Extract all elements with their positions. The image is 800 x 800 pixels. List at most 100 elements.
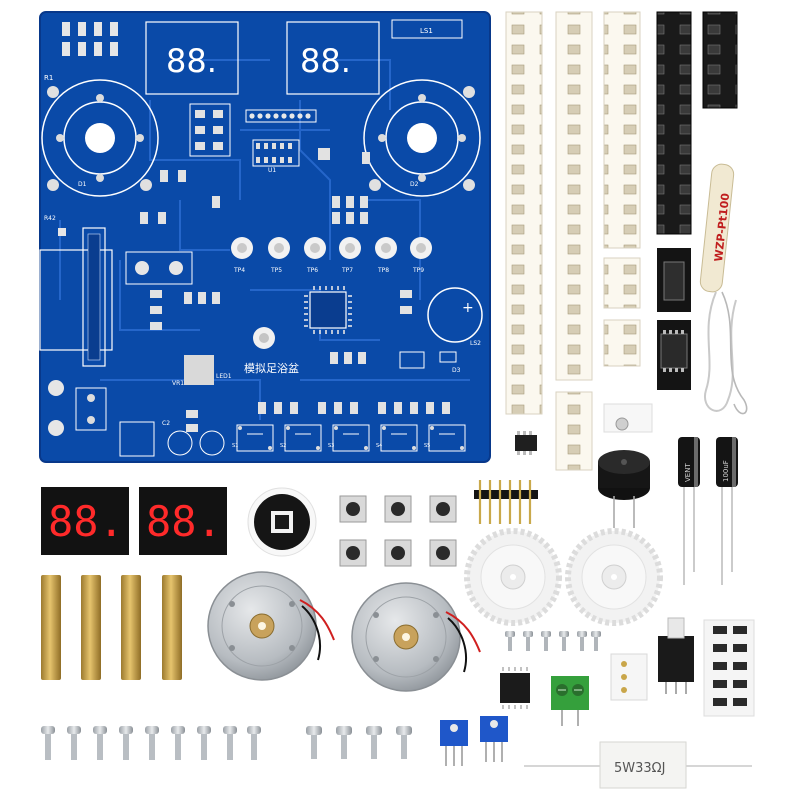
pcb-top-left-pads — [62, 22, 118, 56]
tactile-button-5 — [384, 539, 412, 567]
tactile-buttons — [339, 495, 457, 567]
pcb-board: 88. 88. R1 — [39, 11, 491, 463]
pcb-label-ls2: LS2 — [470, 340, 481, 347]
pcb-buzzer-outline: + LS2 — [427, 287, 483, 347]
pcb-label-d1: D1 — [78, 181, 87, 188]
pcb-header-row — [245, 109, 317, 123]
pcb-bottom-left-pads — [48, 380, 155, 457]
potentiometer-carrier — [603, 403, 653, 433]
pcb-label-r42: R42 — [44, 215, 56, 222]
tactile-button-2 — [384, 495, 412, 523]
capacitor-2-value: 100uF — [722, 460, 730, 482]
seven-segment-display-1: 88. — [41, 487, 129, 555]
pcb-substrate — [39, 11, 491, 463]
screw-6 — [171, 726, 185, 760]
pcb-title-cn: 模拟足浴盆 — [244, 361, 299, 375]
gear-right — [565, 528, 663, 626]
label-tp8: TP8 — [377, 267, 389, 274]
screw-row-right — [306, 726, 412, 759]
screw-3 — [93, 726, 107, 760]
capacitor-1-brand: VENT — [684, 463, 692, 482]
electrolytic-capacitor-2: 100uF — [716, 437, 738, 585]
standoff-1 — [41, 575, 61, 680]
standoff-4 — [162, 575, 182, 680]
pcb-label-d3: D3 — [452, 367, 461, 374]
tactile-button-4 — [339, 539, 367, 567]
screw-9 — [247, 726, 261, 760]
pcb-test-points: TP4 TP5 TP6 TP7 TP8 TP9 — [231, 237, 432, 274]
pcb-button-s3 — [332, 424, 370, 452]
dc-motor-left — [207, 571, 335, 681]
passive-buzzer — [247, 487, 317, 557]
pcb-button-s4 — [380, 424, 418, 452]
tactile-button-1 — [339, 495, 367, 523]
screw-13 — [396, 726, 412, 759]
resistor-tape-strips — [505, 11, 738, 471]
test-point-tp9 — [410, 237, 432, 259]
white-header-connector — [610, 653, 648, 701]
pcb-label-vr1: VR1 — [172, 380, 184, 387]
pcb-large-pad — [253, 327, 275, 349]
smd-tape-1 — [505, 11, 543, 415]
pcb-label-r1: R1 — [44, 74, 53, 82]
label-tp7: TP7 — [341, 267, 353, 274]
pt100-wire — [703, 291, 737, 412]
pcb-mcu-footprint — [304, 286, 352, 334]
dc-motor-right — [351, 582, 481, 692]
pin-header — [474, 480, 538, 524]
pcb-digits-left: 88. — [166, 42, 217, 80]
test-point-tp8 — [375, 237, 397, 259]
seven-segment-display-2: 88. — [139, 487, 227, 555]
pcb-label-c2: C2 — [162, 420, 170, 427]
pcb-digits-right: 88. — [300, 42, 351, 80]
pcb-motor-mount-left — [41, 79, 159, 197]
pcb-buzzer-plus: + — [462, 300, 474, 316]
pcb-cap-outlines — [167, 430, 225, 456]
pt100-body — [699, 163, 735, 293]
regulator-tape — [657, 248, 691, 390]
test-point-tp5 — [268, 237, 290, 259]
pcb-button-s2 — [284, 424, 322, 452]
smd-tape-3 — [603, 11, 641, 249]
screw-2 — [67, 726, 81, 760]
pcb-button-s1 — [236, 424, 274, 452]
pcb-label-ls1: LS1 — [420, 27, 433, 35]
terminal-block — [551, 676, 589, 726]
label-tp5: TP5 — [270, 267, 282, 274]
loose-qfp-chip — [500, 667, 530, 709]
power-resistor: 5W33ΩJ — [524, 741, 752, 789]
active-buzzer — [598, 450, 650, 528]
power-resistor-label: 5W33ΩJ — [614, 761, 665, 776]
pcb-ic-u1 — [252, 139, 300, 167]
screw-11 — [336, 726, 352, 759]
pcb-pad-grid — [189, 103, 231, 157]
black-tape-2 — [702, 11, 738, 109]
smd-tape-4 — [555, 391, 593, 471]
screw-1 — [41, 726, 55, 760]
pcb-label-s5: S5 — [424, 443, 430, 449]
pcb-label-u1: U1 — [268, 167, 276, 174]
pcb-label-d2: D2 — [410, 181, 419, 188]
smd-tape-5 — [603, 257, 641, 309]
pcb-display-right: 88. — [286, 21, 380, 95]
screw-row-left — [41, 726, 261, 760]
screw-12 — [366, 726, 382, 759]
small-ic-soic — [515, 431, 537, 455]
small-screws — [505, 631, 601, 651]
standoff-3 — [121, 575, 141, 680]
test-point-tp4 — [231, 237, 253, 259]
display-1-digits: 88. — [48, 497, 124, 546]
test-point-tp7 — [339, 237, 361, 259]
label-tp9: TP9 — [412, 267, 424, 274]
display-2-digits: 88. — [146, 497, 222, 546]
connector-tape — [703, 619, 755, 717]
pcb-button-s5 — [428, 424, 466, 452]
pcb-vr1: VR1 — [172, 355, 214, 387]
tactile-button-3 — [429, 495, 457, 523]
black-tape-1 — [656, 11, 692, 235]
pcb-motor-mount-right — [363, 79, 481, 197]
pcb-smd-pads — [140, 148, 457, 432]
brass-standoffs — [41, 575, 182, 680]
screw-4 — [119, 726, 133, 760]
